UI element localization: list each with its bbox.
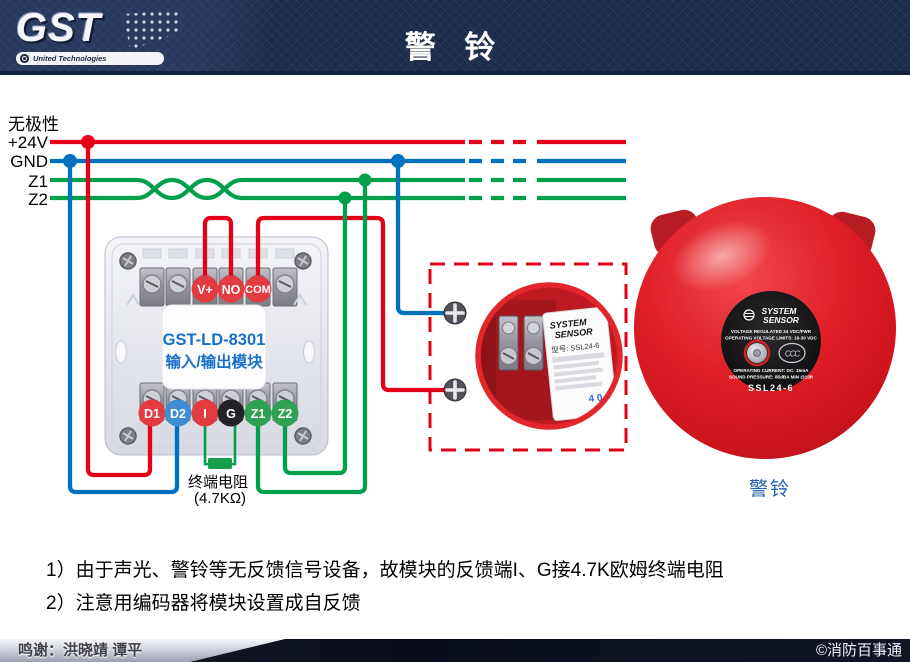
bell-brand-line2: SENSOR <box>763 315 800 325</box>
junction-dot-z1 <box>358 173 372 187</box>
module-arrow-marks <box>126 293 307 306</box>
terminal-i-label: I <box>203 407 206 421</box>
wiring-diagram: 无极性 +24V GND Z1 Z2 <box>0 75 910 555</box>
terminal-resistor <box>208 458 232 469</box>
wire-gnd-to-bell <box>395 160 449 316</box>
bus-labels: 无极性 +24V GND Z1 Z2 <box>8 115 59 209</box>
bus-label-gnd: GND <box>10 152 48 171</box>
inset-fine-print-bars <box>552 352 605 391</box>
terminal-z2-label: Z2 <box>278 407 293 421</box>
bell-model-text: SSL24-6 <box>748 383 794 393</box>
module-type-text: 输入/输出模块 <box>165 352 263 371</box>
red-wires <box>85 141 449 478</box>
module-corner-screw-icons <box>119 252 312 445</box>
bus-label-z1: Z1 <box>28 172 48 191</box>
terminal-no-label: NO <box>222 283 241 297</box>
wire-com-to-bell <box>255 215 449 393</box>
terminal-z1-label: Z1 <box>251 407 266 421</box>
module-model-text: GST-LD-8301 <box>163 331 266 349</box>
module-label-plate <box>161 304 267 390</box>
bell-terminal-inset: SYSTEM SENSOR 型号: SSL24-6 4 0 <box>475 282 623 430</box>
junction-dot-24v <box>81 135 95 149</box>
footer-credit-plate <box>0 639 285 662</box>
junction-dot-gnd-left <box>63 154 77 168</box>
footer-credits: 鸣谢：洪晓靖 谭平 <box>18 642 143 659</box>
wire-vplus-no-jumper <box>202 215 234 294</box>
module-mount-holes <box>115 340 315 364</box>
module-terminal-badges: V+ NO COM D1 D2 I G Z1 Z2 <box>138 275 299 427</box>
terminal-d2-label: D2 <box>170 407 186 421</box>
wire-z1-loop <box>255 179 368 495</box>
note-line-1: 1）由于声光、警铃等无反馈信号设备，故模块的反馈端I、G接4.7K欧姆终端电阻 <box>46 560 724 581</box>
bell-gong-icon <box>743 339 771 367</box>
inset-brand-line1: SYSTEM <box>549 317 587 331</box>
bus-polarity-label: 无极性 <box>8 115 59 134</box>
gst-logo-globe-icon <box>20 54 29 63</box>
bus-label-24v: +24V <box>8 133 49 152</box>
zoom-detail-dashed-box <box>428 262 628 452</box>
wire-24v-to-d1 <box>85 141 153 478</box>
bell-brand-line1: SYSTEM <box>762 306 798 316</box>
alarm-bell: SYSTEM SENSOR VOLTAGE REGULATED 24 VDC/F… <box>634 197 896 500</box>
bell-ccc-text: CCC <box>785 350 801 359</box>
bell-highlight <box>672 220 772 292</box>
gst-logo-tagline: United Technologies <box>33 54 107 63</box>
bell-caption: 警铃 <box>749 478 791 500</box>
inset-terminal-blocks <box>498 315 544 371</box>
bus-label-z2: Z2 <box>28 190 48 209</box>
terminal-g-label: G <box>226 407 236 421</box>
gst-logo-tagline-bar: United Technologies <box>16 52 164 65</box>
gst-logo-text: GST <box>16 6 102 50</box>
gst-logo: GST United Technologies <box>16 8 206 66</box>
bell-current-line: OPERATING CURRENT: DC: 15mA <box>734 368 810 373</box>
inset-spec-label: SYSTEM SENSOR 型号: SSL24-6 4 0 <box>542 306 618 421</box>
wiring-diagram-svg: 无极性 +24V GND Z1 Z2 <box>8 115 896 507</box>
blue-wires <box>67 160 449 495</box>
inset-magnifier-ring <box>475 282 623 430</box>
footer-bar: 鸣谢：洪晓靖 谭平 ©消防百事通 <box>0 639 910 662</box>
bell-sound-line: SOUND PRESSURE: 85dBA MIN @10ft <box>729 375 813 380</box>
bell-voltage-line1: VOLTAGE REGULATED 24 VDC/FWR <box>731 329 812 334</box>
resistor-label-line2: (4.7KΩ) <box>194 490 246 507</box>
junction-dot-gnd-right <box>391 154 405 168</box>
note-line-2: 2）注意用编码器将模块设置成自反馈 <box>46 593 361 614</box>
wire-gnd-to-d2 <box>67 160 180 495</box>
bell-voltage-line2: OPERATING VOLTAGE LIMITS: 16-30 VDC <box>725 336 817 341</box>
page-title: 警 铃 <box>404 30 506 65</box>
terminal-d1-label: D1 <box>144 407 160 421</box>
footer-copyright: ©消防百事通 <box>815 642 902 659</box>
bus-lines-z1-z2-twisted-pair <box>50 177 626 201</box>
inset-brand-line2: SENSOR <box>554 326 593 340</box>
bell-ccc-mark: CCC <box>778 342 806 364</box>
junction-dot-z2 <box>338 191 352 205</box>
bell-screw-terminal-icons <box>443 301 467 402</box>
terminal-com-label: COM <box>245 284 271 296</box>
bell-brand-logo: SYSTEM SENSOR <box>743 306 800 325</box>
resistor-label-line1: 终端电阻 <box>188 474 248 491</box>
notes-section: 1）由于声光、警铃等无反馈信号设备，故模块的反馈端I、G接4.7K欧姆终端电阻 … <box>46 558 876 624</box>
wire-z2-loop <box>282 197 348 476</box>
junction-dots <box>63 135 405 205</box>
header-bar: GST United Technologies 警 铃 <box>0 0 910 75</box>
terminal-vplus-label: V+ <box>197 283 213 297</box>
